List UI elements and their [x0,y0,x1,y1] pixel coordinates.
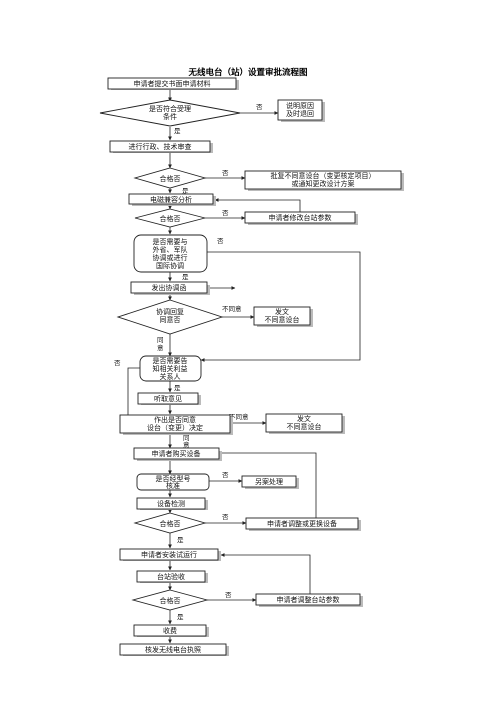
node-hear-opinions: 听取意见 [137,392,201,405]
node-reject-or-modify-plan: 批复不同意设台（变更核定项目） 或通知更改设计方案 [244,170,404,191]
label-agree: 同 [157,336,164,344]
svg-text:合格否: 合格否 [160,519,181,528]
svg-text:另案处理: 另案处理 [255,477,283,486]
label-no: 否 [225,591,232,599]
svg-text:是否符合受理: 是否符合受理 [149,104,191,113]
svg-text:设备检测: 设备检测 [157,499,185,508]
svg-text:批复不同意设台（变更核定项目）: 批复不同意设台（变更核定项目） [271,171,376,180]
decision-coordination-needed: 是否需要与 外省、军队 协调或进行 国际协调 [133,234,208,273]
svg-text:发文: 发文 [297,414,311,423]
label-yes: 是 [182,187,189,195]
label-yes: 是 [182,273,189,281]
svg-text:不同意设台: 不同意设台 [287,422,322,431]
node-adjust-station-params: 申请者调整台站参数 [255,593,363,607]
node-install-trial-run: 申请者安装试运行 [119,548,221,561]
label-disagree: 不同意 [222,304,242,313]
label-yes: 是 [174,127,181,135]
node-station-acceptance: 台站验收 [136,570,208,583]
node-purchase-equipment: 申请者购买设备 [133,447,222,461]
label-no: 否 [222,513,229,521]
svg-text:设台（变更）决定: 设台（变更）决定 [147,423,203,432]
svg-text:协调回复: 协调回复 [156,307,184,316]
svg-text:发文: 发文 [275,307,289,316]
svg-text:是否需要告: 是否需要告 [153,356,188,365]
svg-text:是否经型号: 是否经型号 [156,474,191,483]
label-yes: 是 [174,384,181,392]
svg-text:发出协调函: 发出协调函 [152,283,187,292]
svg-text:外省、军队: 外省、军队 [153,245,188,254]
label-yes: 是 [177,613,184,621]
svg-text:收费: 收费 [163,626,177,635]
node-emc-analysis: 电磁兼容分析 [128,193,216,206]
node-return-reason: 说明原因 及时退回 [277,99,325,122]
label-no: 否 [217,237,224,245]
svg-text:关系人: 关系人 [160,372,181,381]
svg-text:或通知更改设计方案: 或通知更改设计方案 [292,179,355,188]
svg-text:申请者调整台站参数: 申请者调整台站参数 [277,595,340,604]
svg-text:申请者购买设备: 申请者购买设备 [152,449,201,458]
node-modify-station-params: 申请者修改台站参数 [244,211,358,225]
node-send-coordination-letter: 发出协调函 [130,281,210,295]
svg-text:电磁兼容分析: 电磁兼容分析 [150,195,192,204]
svg-text:国际协调: 国际协调 [156,261,184,270]
label-no: 否 [222,209,229,217]
svg-text:申请者调整或更换设备: 申请者调整或更换设备 [267,519,337,528]
node-issue-rejection-2: 发文 不同意设台 [265,413,345,434]
decision-qualified-1: 合格否 [133,167,207,189]
svg-text:说明原因: 说明原因 [286,101,314,110]
decision-notify-stakeholders: 是否需要告 知相关利益 关系人 [139,355,202,382]
node-issue-license: 核发无线电台执照 [119,643,229,656]
chart-title: 无线电台（站）设置审批流程图 [187,67,307,78]
svg-text:台站验收: 台站验收 [157,572,185,581]
svg-text:合格否: 合格否 [160,214,181,223]
connectors [119,89,361,644]
svg-text:是否需要与: 是否需要与 [153,238,188,246]
node-adjust-replace-equipment: 申请者调整或更换设备 [245,517,361,531]
svg-text:知相关利益: 知相关利益 [153,364,188,373]
svg-text:进行行政、技术审查: 进行行政、技术审查 [129,142,192,151]
node-equipment-testing: 设备检测 [136,497,208,510]
label-no: 否 [222,169,229,177]
node-submit-application: 申请者提交书面申请材料 [107,77,239,90]
svg-text:及时退回: 及时退回 [286,109,314,118]
label-no: 否 [114,359,121,367]
svg-text:同意否: 同意否 [160,315,181,324]
node-make-decision: 作出是否同意 设台（变更）决定 [119,414,233,435]
svg-text:申请者安装试运行: 申请者安装试运行 [141,550,197,559]
svg-text:不同意设台: 不同意设台 [265,315,300,324]
label-agree: 同 [183,434,190,442]
svg-text:合格否: 合格否 [160,596,181,605]
label-agree: 意 [183,440,190,449]
decision-qualified-4: 合格否 [131,589,209,611]
decision-acceptance: 是否符合受理 条件 [99,99,241,127]
label-no: 否 [256,103,263,111]
svg-text:听取意见: 听取意见 [154,394,182,403]
label-yes: 是 [177,536,184,544]
decision-coordination-reply: 协调回复 同意否 [116,299,224,335]
edge-labels: 否 是 否 是 否 否 是 不同意 同 意 否 是 不同意 同 意 否 否 是 … [114,103,263,621]
decision-type-approved: 是否经型号 核准 [136,473,210,491]
svg-text:合格否: 合格否 [160,174,181,183]
svg-text:核准: 核准 [166,481,180,490]
svg-text:申请者提交书面申请材料: 申请者提交书面申请材料 [134,79,211,88]
svg-text:作出是否同意: 作出是否同意 [154,415,196,424]
svg-text:核发无线电台执照: 核发无线电台执照 [145,645,201,654]
label-agree: 意 [157,343,164,352]
label-disagree: 不同意 [229,412,249,421]
node-separate-case: 另案处理 [241,475,299,489]
svg-text:协调或进行: 协调或进行 [153,253,188,262]
decision-qualified-3: 合格否 [133,512,207,534]
svg-text:条件: 条件 [163,112,177,121]
decision-qualified-2: 合格否 [134,208,206,228]
node-charge-fee: 收费 [133,624,209,637]
label-no: 否 [222,471,229,479]
svg-text:申请者修改台站参数: 申请者修改台站参数 [269,213,332,222]
node-admin-tech-review: 进行行政、技术审查 [109,140,213,153]
node-issue-rejection-1: 发文 不同意设台 [253,306,313,327]
